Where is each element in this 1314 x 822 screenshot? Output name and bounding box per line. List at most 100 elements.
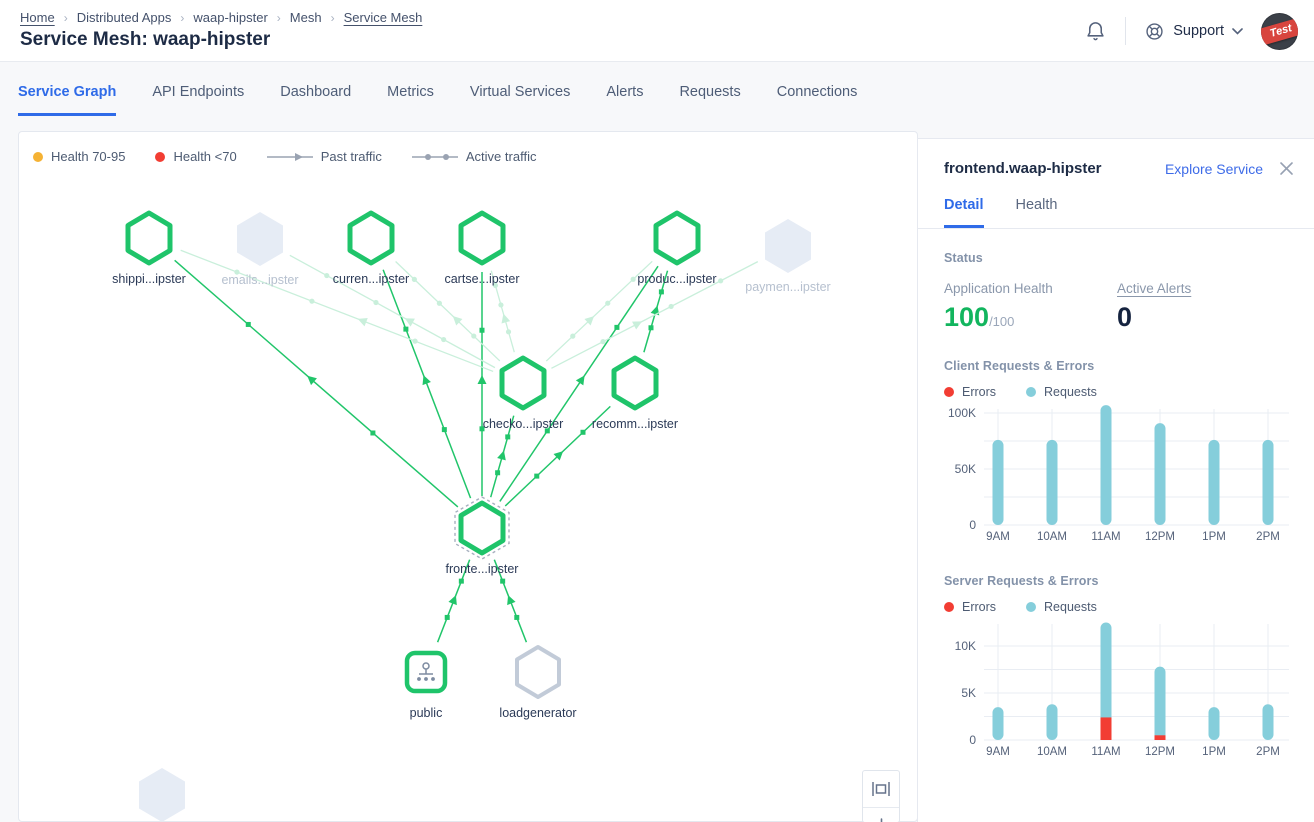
notifications-bell-icon[interactable]	[1084, 20, 1107, 43]
x-tick-label: 2PM	[1256, 531, 1280, 543]
node-checkout[interactable]: checko...ipster	[483, 355, 564, 431]
support-label: Support	[1173, 23, 1224, 39]
x-tick-label: 9AM	[986, 746, 1010, 758]
bar-requests-12pm[interactable]	[1154, 423, 1166, 525]
node-ghost[interactable]	[139, 768, 185, 821]
node-currency[interactable]: curren...ipster	[333, 210, 409, 286]
x-tick-label: 11AM	[1091, 746, 1120, 758]
node-recommendation[interactable]: recomm...ipster	[592, 355, 678, 431]
bar-requests-11am[interactable]	[1100, 405, 1112, 525]
tab-alerts[interactable]: Alerts	[606, 84, 644, 100]
graph-legend-active-traffic: Active traffic	[411, 149, 536, 164]
tab-dashboard[interactable]: Dashboard	[280, 84, 352, 100]
active-traffic-dots-icon	[411, 153, 458, 160]
node-label-frontend: fronte...ipster	[446, 562, 519, 576]
tab-service-graph[interactable]: Service Graph	[18, 84, 117, 116]
active-alerts-value: 0	[1117, 302, 1133, 332]
bar-requests-10am[interactable]	[1046, 439, 1058, 525]
panel-title: frontend.waap-hipster	[944, 160, 1102, 177]
lifebuoy-icon	[1144, 21, 1165, 42]
header-divider	[1125, 17, 1127, 45]
y-tick-label: 10K	[955, 639, 976, 653]
user-avatar[interactable]: Test	[1261, 12, 1298, 50]
edge-checkout-products	[545, 260, 653, 362]
tab-requests[interactable]: Requests	[679, 84, 741, 100]
tab-connections[interactable]: Connections	[776, 84, 858, 100]
active-alerts-label[interactable]: Active Alerts	[1117, 281, 1192, 296]
panel-tab-health[interactable]: Health	[1015, 197, 1058, 213]
bar-requests-2pm[interactable]	[1262, 704, 1274, 740]
node-cartservice[interactable]: cartse...ipster	[444, 210, 520, 286]
bar-requests-11am[interactable]	[1100, 622, 1112, 741]
bar-requests-1pm[interactable]	[1208, 439, 1220, 525]
graph-legend-health-70-95: Health 70-95	[33, 149, 125, 164]
graph-zoom-controls	[862, 770, 900, 822]
chart-legend-errors: Errors	[944, 385, 996, 399]
bar-requests-2pm[interactable]	[1262, 439, 1274, 525]
bar-requests-9am[interactable]	[992, 707, 1004, 740]
node-label-cartservice: cartse...ipster	[444, 272, 519, 286]
tab-api-endpoints[interactable]: API Endpoints	[152, 84, 245, 100]
bar-requests-10am[interactable]	[1046, 704, 1058, 740]
fit-view-button[interactable]	[863, 771, 899, 807]
node-label-emails: emails...ipster	[221, 273, 298, 287]
bar-errors-11am[interactable]	[1100, 717, 1112, 740]
node-products[interactable]: produc...ipster	[637, 210, 717, 286]
legend-label: Health 70-95	[51, 149, 126, 164]
support-menu[interactable]: Support	[1144, 21, 1243, 42]
y-tick-label: 50K	[955, 462, 976, 476]
close-panel-icon[interactable]	[1279, 161, 1294, 176]
chart-title: Client Requests & Errors	[944, 359, 1095, 373]
edge-frontend-products	[499, 265, 659, 502]
x-tick-label: 10AM	[1037, 531, 1067, 543]
service-detail-panel: frontend.waap-hipster Explore Service De…	[917, 138, 1314, 822]
bar-requests-9am[interactable]	[992, 439, 1004, 525]
bar-errors-12pm[interactable]	[1154, 735, 1166, 740]
edge-checkout-shipping	[180, 249, 494, 373]
x-tick-label: 10AM	[1037, 746, 1067, 758]
x-tick-label: 2PM	[1256, 746, 1280, 758]
edge-checkout-payments	[551, 261, 759, 369]
node-emails[interactable]: emails...ipster	[221, 212, 299, 287]
service-graph-canvas[interactable]: shippi...ipster emails...ipster curren...i…	[19, 132, 917, 821]
breadcrumb-item-home[interactable]: Home	[20, 10, 55, 25]
edge-frontend-recommendation	[504, 405, 611, 507]
legend-label: Errors	[962, 385, 997, 399]
node-frontend[interactable]: fronte...ipster	[446, 496, 519, 576]
legend-label: Requests	[1044, 600, 1097, 614]
legend-label: Requests	[1044, 385, 1097, 399]
bar-requests-12pm[interactable]	[1154, 666, 1166, 740]
breadcrumb-item-waap-hipster: waap-hipster	[193, 10, 268, 25]
breadcrumb-separator: ›	[63, 10, 68, 25]
breadcrumb-item-service-mesh[interactable]: Service Mesh	[343, 10, 423, 25]
node-label-currency: curren...ipster	[333, 272, 409, 286]
panel-tab-detail[interactable]: Detail	[944, 197, 984, 228]
node-shipping[interactable]: shippi...ipster	[112, 210, 186, 286]
chart-legend: Errors Requests	[944, 385, 1290, 399]
explore-service-link[interactable]: Explore Service	[1164, 160, 1263, 177]
y-tick-label: 0	[969, 518, 976, 532]
legend-dot-icon	[944, 387, 954, 397]
node-loadgenerator[interactable]: loadgenerator	[499, 645, 577, 720]
edge-frontend-cartservice	[477, 272, 487, 496]
x-tick-label: 12PM	[1145, 746, 1175, 758]
zoom-in-button[interactable]	[863, 807, 899, 822]
tab-virtual-services[interactable]: Virtual Services	[469, 84, 571, 100]
application-health-value: 100	[944, 302, 990, 332]
y-tick-label: 100K	[948, 406, 976, 420]
chevron-down-icon	[1232, 27, 1243, 35]
legend-label: Health <70	[173, 149, 237, 164]
chart-title: Server Requests & Errors	[944, 574, 1099, 588]
node-public[interactable]: public	[404, 650, 448, 720]
chart-legend-requests: Requests	[1026, 385, 1097, 399]
bar-requests-1pm[interactable]	[1208, 707, 1220, 740]
x-tick-label: 9AM	[986, 531, 1010, 543]
node-payments[interactable]: paymen...ipster	[745, 219, 831, 294]
edge-frontend-checkout	[489, 415, 515, 498]
tab-metrics[interactable]: Metrics	[387, 84, 434, 100]
